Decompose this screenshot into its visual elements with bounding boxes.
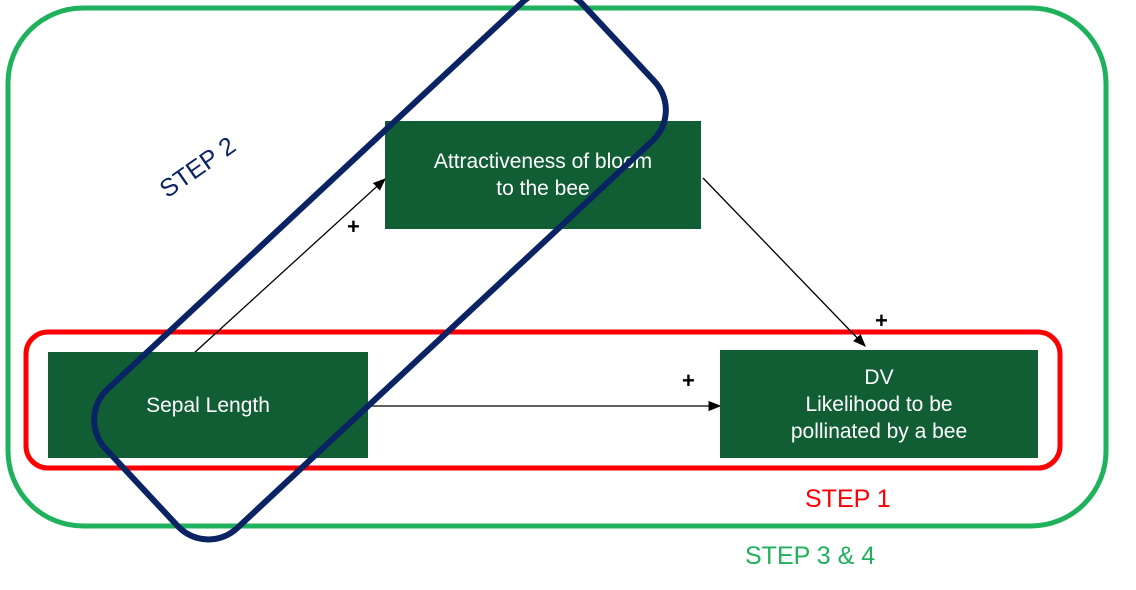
sign-attract-to-dv: +	[875, 308, 888, 333]
node-attractiveness-line2: to the bee	[496, 177, 590, 200]
node-attractiveness: Attractiveness of bloom to the bee	[385, 121, 701, 229]
step34-label: STEP 3 & 4	[745, 542, 876, 570]
sign-sepal-to-dv: +	[682, 368, 695, 393]
node-dv-title: DV	[864, 365, 894, 389]
node-dv-line2: Likelihood to be	[805, 392, 953, 416]
node-dv-line3: pollinated by a bee	[790, 419, 968, 443]
arrow-sepal-to-attract	[192, 178, 386, 355]
node-dv: DV Likelihood to be pollinated by a bee	[720, 350, 1038, 458]
sign-sepal-to-attract: +	[347, 214, 360, 239]
node-sepal-length: Sepal Length	[48, 352, 368, 458]
step1-label: STEP 1	[805, 485, 891, 513]
arrow-attract-to-dv	[702, 177, 866, 347]
node-sepal-length-label: Sepal Length	[146, 393, 270, 417]
node-attractiveness-line1: Attractiveness of bloom	[433, 150, 653, 173]
